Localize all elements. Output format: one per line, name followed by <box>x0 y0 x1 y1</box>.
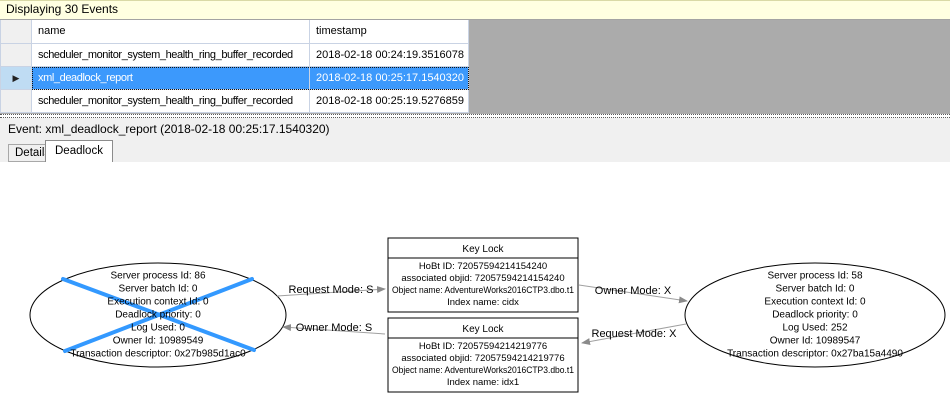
process-detail-line: Server process Id: 58 <box>767 271 862 282</box>
process-detail-line: Transaction descriptor: 0x27ba15a4490 <box>727 349 903 360</box>
resource-title: Key Lock <box>462 244 504 255</box>
edge-label-request-mode-s: Request Mode: S <box>289 284 374 296</box>
table-row-selected[interactable]: ▶ xml_deadlock_report 2018-02-18 00:25:1… <box>0 67 950 90</box>
victim-cross-line <box>63 277 254 353</box>
event-header-line: Event: xml_deadlock_report (2018-02-18 0… <box>0 118 950 140</box>
deadlock-node-process-right: Server process Id: 58 Server batch Id: 0 E… <box>684 262 946 368</box>
event-name-cell[interactable]: xml_deadlock_report <box>32 67 310 90</box>
process-detail-line: Owner Id: 10989547 <box>770 336 861 347</box>
event-name-cell[interactable]: scheduler_monitor_system_health_ring_buf… <box>32 44 310 67</box>
event-timestamp-cell[interactable]: 2018-02-18 00:25:19.5276859 <box>310 90 469 113</box>
events-count-label: Displaying 30 Events <box>6 2 119 16</box>
event-header-text: Event: xml_deadlock_report (2018-02-18 0… <box>8 122 330 136</box>
resource-detail-line: Object name: AdventureWorks2016CTP3.dbo.… <box>392 365 574 376</box>
events-count-bar: Displaying 30 Events <box>0 0 950 20</box>
row-selector-cell[interactable]: ▶ <box>0 67 32 90</box>
table-row[interactable]: scheduler_monitor_system_health_ring_buf… <box>0 90 950 113</box>
deadlock-pane: Server process Id: 86 Server batch Id: 0 E… <box>0 162 950 400</box>
deadlock-edge-owner-mode-s <box>282 324 386 335</box>
process-detail-line: Deadlock priority: 0 <box>772 310 858 321</box>
event-timestamp-cell[interactable]: 2018-02-18 00:24:19.3516078 <box>310 44 469 67</box>
process-detail-line: Server batch Id: 0 <box>119 284 198 295</box>
row-selector-cell[interactable] <box>0 90 32 113</box>
edge-label-owner-mode-x: Owner Mode: X <box>595 285 672 297</box>
process-detail-line: Log Used: 0 <box>131 323 185 334</box>
current-row-arrow-icon: ▶ <box>12 72 20 83</box>
events-grid: name timestamp scheduler_monitor_system_… <box>0 20 950 114</box>
event-name-cell[interactable]: scheduler_monitor_system_health_ring_buf… <box>32 90 310 113</box>
deadlock-edge-request-mode-x <box>581 323 687 346</box>
process-detail-line: Transaction descriptor: 0x27b985d1ac0 <box>70 349 246 360</box>
column-header-timestamp[interactable]: timestamp <box>310 20 469 44</box>
grid-header-row: name timestamp <box>0 20 950 44</box>
process-detail-line: Log Used: 252 <box>782 323 847 334</box>
resource-detail-line: associated objid: 72057594214154240 <box>401 273 564 284</box>
process-detail-line: Server process Id: 86 <box>110 271 205 282</box>
grid-corner-cell <box>0 20 32 44</box>
pane-splitter[interactable] <box>0 114 950 118</box>
tab-details[interactable]: Details <box>8 144 58 162</box>
detail-tabstrip: Details Deadlock <box>0 140 950 162</box>
row-selector-cell[interactable] <box>0 44 32 67</box>
deadlock-edge-request-mode-s <box>276 286 386 297</box>
process-detail-line: Execution context Id: 0 <box>107 297 209 308</box>
deadlock-edge-owner-mode-x <box>578 284 688 304</box>
resource-detail-line: Index name: idx1 <box>447 377 519 388</box>
process-detail-line: Owner Id: 10989549 <box>113 336 204 347</box>
resource-detail-line: Index name: cidx <box>447 297 519 308</box>
tab-deadlock[interactable]: Deadlock <box>45 140 113 162</box>
resource-title: Key Lock <box>462 324 504 335</box>
resource-detail-line: HoBt ID: 72057594214154240 <box>419 261 547 272</box>
process-detail-line: Server batch Id: 0 <box>776 284 855 295</box>
resource-detail-line: Object name: AdventureWorks2016CTP3.dbo.… <box>392 285 574 296</box>
process-detail-line: Deadlock priority: 0 <box>115 310 201 321</box>
resource-detail-line: associated objid: 72057594214219776 <box>401 353 564 364</box>
process-detail-line: Execution context Id: 0 <box>764 297 866 308</box>
deadlock-graph: Server process Id: 86 Server batch Id: 0 E… <box>29 237 946 393</box>
deadlock-node-process-left: Server process Id: 86 Server batch Id: 0 E… <box>29 262 287 368</box>
resource-detail-line: HoBt ID: 72057594214219776 <box>419 341 547 352</box>
column-header-name[interactable]: name <box>32 20 310 44</box>
event-timestamp-cell[interactable]: 2018-02-18 00:25:17.1540320 <box>310 67 469 90</box>
edge-label-request-mode-x: Request Mode: X <box>592 328 678 340</box>
table-row[interactable]: scheduler_monitor_system_health_ring_buf… <box>0 44 950 67</box>
edge-label-owner-mode-s: Owner Mode: S <box>296 322 372 334</box>
